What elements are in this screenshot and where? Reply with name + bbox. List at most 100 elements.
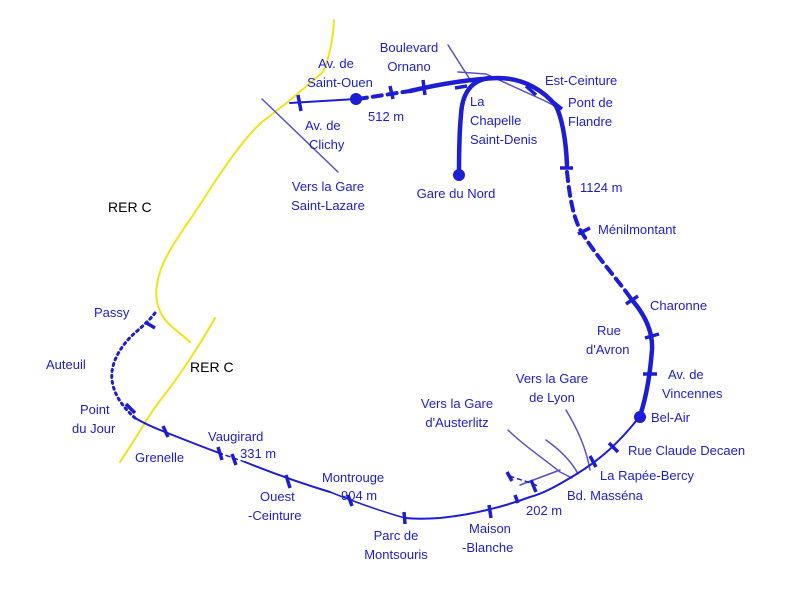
main-line [110, 75, 655, 520]
segment-904 [329, 491, 406, 519]
label-bel-air: Bel-Air [651, 410, 691, 425]
label-point-du-jour-1: Point [80, 402, 110, 417]
label-vers-austerlitz-2: d'Austerlitz [425, 415, 488, 430]
label-passy: Passy [94, 305, 130, 320]
label-menilmontant: Ménilmontant [598, 222, 676, 237]
label-la-rapee-bercy: La Rapée-Bercy [600, 468, 694, 483]
tick-maison-blanche [487, 504, 493, 519]
label-ouest-ceinture-2: -Ceinture [248, 508, 301, 523]
label-est-ceinture: Est-Ceinture [545, 73, 617, 88]
tick-512-end [388, 85, 395, 100]
rer-c-lower-track [119, 317, 216, 463]
branch-nord-junction-b [457, 71, 554, 106]
label-av-saint-ouen-1: Av. de [318, 56, 354, 71]
segment-south [404, 496, 531, 520]
tick-montrouge [284, 474, 292, 489]
tick-av-clichy [296, 94, 303, 112]
label-la-chapelle-1: La [470, 94, 485, 109]
station-labels: Av. de Saint-Ouen Boulevard Ornano Est-C… [46, 40, 745, 562]
branch-lyon-b [545, 439, 579, 475]
tick-331-end [230, 453, 238, 466]
tick-grenelle [161, 425, 170, 438]
segment-1124 [565, 170, 634, 302]
label-rue-claude-decaen: Rue Claude Decaen [628, 443, 745, 458]
dot-bel-air [634, 411, 646, 423]
dot-gare-du-nord [453, 169, 465, 181]
dot-saint-ouen [350, 93, 362, 105]
label-pont-flandre-2: Flandre [568, 114, 612, 129]
tick-ornano [421, 79, 427, 96]
tick-202-b [513, 494, 520, 504]
tick-202-a [505, 471, 514, 482]
tick-charonne [625, 294, 639, 306]
tick-est-ceinture [524, 84, 538, 97]
label-dist-512: 512 m [368, 109, 404, 124]
segment-auteuil-passy [110, 308, 159, 420]
segment-south-east [529, 415, 641, 498]
label-grenelle: Grenelle [135, 450, 184, 465]
label-vers-saint-lazare-1: Vers la Gare [292, 179, 364, 194]
branch-lyon-a [565, 409, 591, 471]
label-la-chapelle-2: Chapelle [470, 113, 521, 128]
tick-la-chapelle [454, 84, 468, 90]
tick-rue-claude-decaen [607, 441, 620, 454]
segment-512 [356, 89, 412, 101]
label-ouest-ceinture-1: Ouest [260, 489, 295, 504]
segment-west [134, 417, 223, 455]
label-maison-blanche-1: Maison [469, 521, 511, 536]
label-vers-saint-lazare-2: Saint-Lazare [291, 198, 365, 213]
segment-331 [221, 453, 246, 463]
label-rer-c-mid: RER C [190, 359, 234, 375]
label-parc-montsouris-2: Montsouris [364, 547, 428, 562]
label-montrouge: Montrouge [322, 470, 384, 485]
label-dist-331: 331 m [240, 446, 276, 461]
label-av-vincennes-2: Vincennes [662, 386, 723, 401]
branch-bercy [519, 469, 561, 486]
tick-la-rapee [588, 455, 598, 468]
label-dist-1124: 1124 m [580, 180, 622, 195]
branch-austerlitz [507, 429, 573, 479]
label-vaugirard: Vaugirard [208, 429, 263, 444]
segment-202 [509, 475, 541, 488]
tick-menilmontant [577, 226, 591, 236]
label-parc-montsouris-1: Parc de [374, 528, 419, 543]
tick-vaugirard [216, 446, 224, 461]
label-point-du-jour-2: du Jour [72, 421, 116, 436]
label-vers-austerlitz-1: Vers la Gare [421, 396, 493, 411]
label-av-clichy-2: Clichy [309, 137, 345, 152]
label-auteuil: Auteuil [46, 357, 86, 372]
branch-lines [261, 44, 591, 486]
label-maison-blanche-2: -Blanche [462, 540, 513, 555]
label-rer-c-top: RER C [108, 199, 152, 215]
label-vers-lyon-1: Vers la Gare [516, 371, 588, 386]
tick-rue-avron [644, 332, 660, 340]
tick-passy [144, 320, 156, 330]
label-la-chapelle-3: Saint-Denis [470, 132, 538, 147]
tick-parc-montsouris [402, 511, 407, 525]
label-boulevard-ornano-2: Ornano [387, 59, 430, 74]
label-bd-massena: Bd. Masséna [567, 488, 644, 503]
branch-saint-lazare [261, 98, 339, 173]
label-av-saint-ouen-2: Saint-Ouen [307, 75, 373, 90]
segment-east [629, 297, 655, 419]
label-rue-avron-2: d'Avron [586, 342, 629, 357]
tick-pont-flandre [550, 99, 564, 111]
gare-du-nord-spur [456, 75, 493, 178]
segment-north [407, 75, 570, 168]
station-ticks [124, 79, 660, 525]
label-boulevard-ornano-1: Boulevard [380, 40, 439, 55]
label-dist-202: 202 m [526, 503, 562, 518]
tick-bd-massena [529, 479, 538, 493]
label-gare-du-nord: Gare du Nord [417, 186, 496, 201]
rer-c-lines [119, 19, 335, 463]
rer-c-upper-track [155, 19, 335, 343]
label-av-vincennes-1: Av. de [668, 367, 704, 382]
tick-point-du-jour [124, 402, 137, 415]
label-pont-flandre-1: Pont de [568, 95, 613, 110]
label-dist-904: 904 m [341, 488, 377, 503]
label-rue-avron-1: Rue [597, 323, 621, 338]
label-charonne: Charonne [650, 298, 707, 313]
terminal-dots [350, 93, 646, 423]
label-vers-lyon-2: de Lyon [529, 390, 575, 405]
